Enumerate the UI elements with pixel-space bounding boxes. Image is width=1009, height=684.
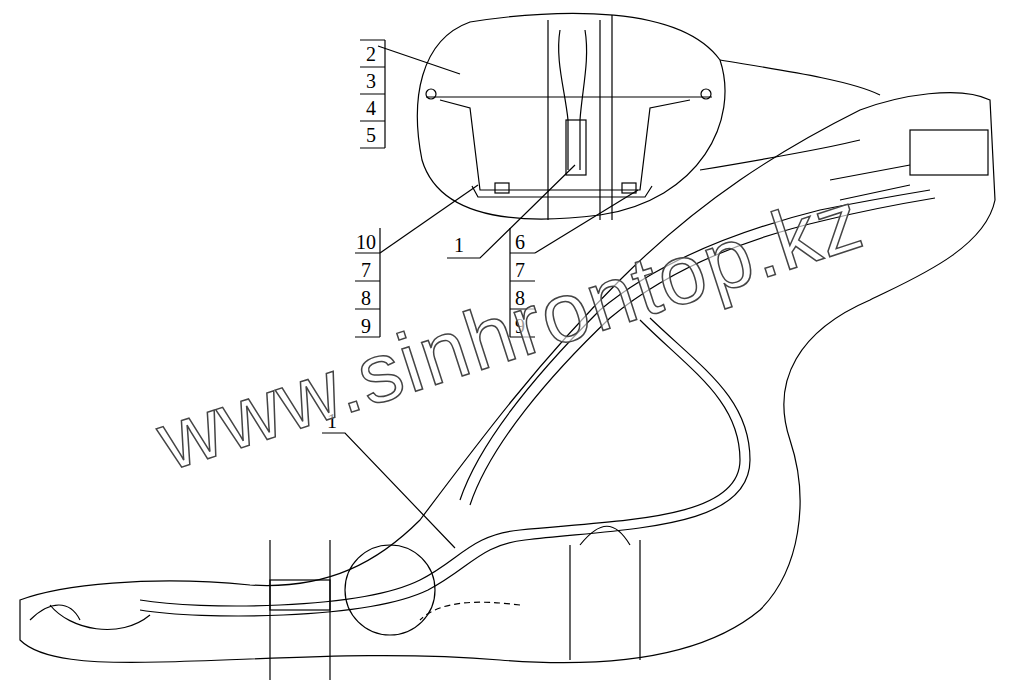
callout-number: 3 bbox=[366, 71, 376, 91]
callout-number: 6 bbox=[515, 232, 525, 252]
callout-number: 7 bbox=[361, 260, 371, 280]
callout-number: 10 bbox=[356, 232, 376, 252]
callout-number: 4 bbox=[366, 98, 376, 118]
watermark: www.sinhrontop.kz bbox=[148, 177, 872, 484]
callout-number: 5 bbox=[366, 125, 376, 145]
callout-number: 1 bbox=[454, 235, 464, 255]
callout-number: 8 bbox=[361, 288, 371, 308]
callout-number: 7 bbox=[515, 260, 525, 280]
callout-number: 2 bbox=[366, 44, 376, 64]
